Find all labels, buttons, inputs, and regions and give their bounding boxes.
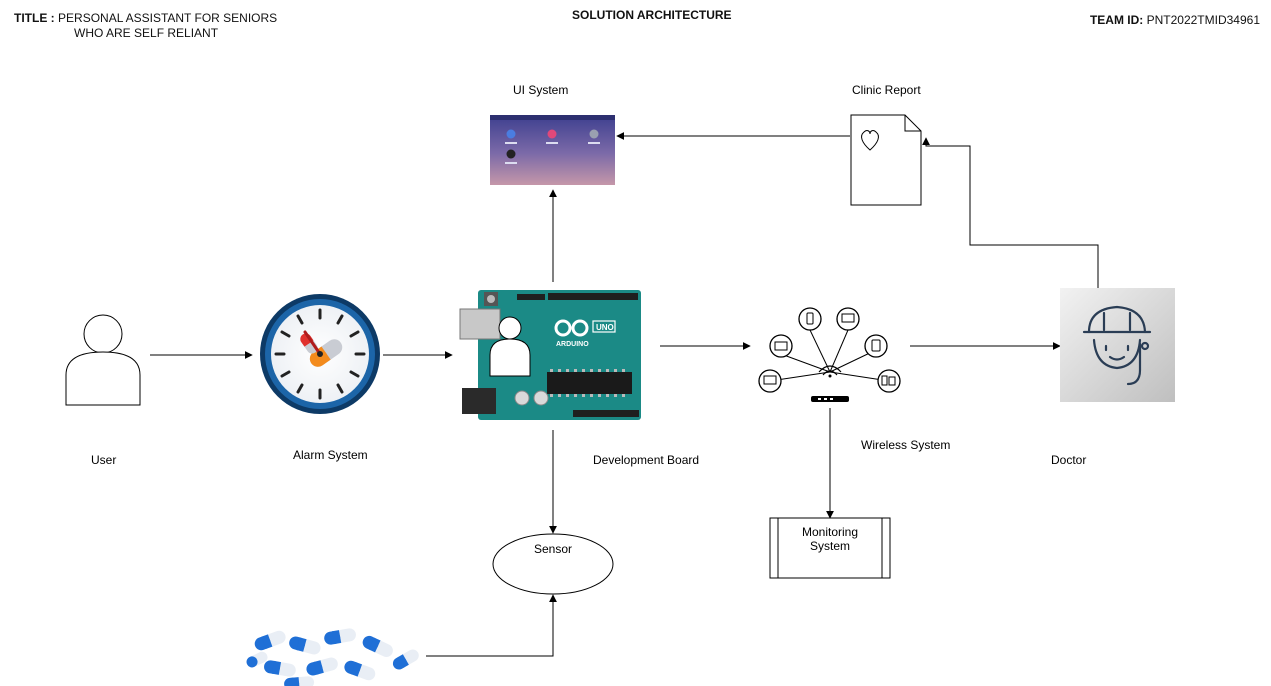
wireless-system-node: Wireless System <box>752 296 950 452</box>
doctor-label: Doctor <box>1051 453 1086 467</box>
alarm-node: Alarm System <box>260 294 380 462</box>
pills-image <box>246 625 426 686</box>
connectors <box>150 132 1099 657</box>
user-label: User <box>91 453 116 467</box>
board-uno-label: UNO <box>596 323 614 332</box>
clinic-report-node: Clinic Report <box>850 83 922 206</box>
title-line2: WHO ARE SELF RELIANT <box>74 26 219 40</box>
team-value: PNT2022TMID34961 <box>1146 13 1260 27</box>
development-board-node: UNO ARDUINO Development Board <box>459 290 699 467</box>
monitoring-system-node: Monitoring System <box>769 517 891 579</box>
arrow-pills-to-sensor <box>426 594 557 657</box>
board-label: Development Board <box>593 453 699 467</box>
ui-screenshot-icon <box>490 115 615 185</box>
user-node: User <box>65 314 141 467</box>
ui-system-node: UI System <box>490 83 615 185</box>
arrow-doctor-to-clinic <box>922 137 1099 288</box>
monitoring-label-line2: System <box>810 539 850 553</box>
wireless-devices-icon <box>752 296 909 408</box>
team-id: TEAM ID: PNT2022TMID34961 <box>1090 13 1260 27</box>
person-outline-icon <box>65 314 141 406</box>
ui-label: UI System <box>513 83 568 97</box>
board-arduino-label: ARDUINO <box>556 341 589 348</box>
team-label: TEAM ID: <box>1089 13 1144 27</box>
doctor-node: Doctor <box>1051 288 1175 467</box>
arduino-board-icon: UNO ARDUINO <box>459 290 641 420</box>
sensor-node: Sensor <box>492 533 614 595</box>
sensor-ellipse <box>492 533 614 595</box>
person-overlay-icon <box>489 316 531 377</box>
alarm-label: Alarm System <box>293 448 368 462</box>
monitoring-label-line1: Monitoring <box>802 525 858 539</box>
wireless-label: Wireless System <box>861 438 950 452</box>
title-line1: PERSONAL ASSISTANT FOR SENIORS <box>58 11 278 25</box>
doctor-stethoscope-icon <box>1060 288 1175 402</box>
title-label: TITLE : <box>14 11 55 25</box>
clinic-label: Clinic Report <box>852 83 921 97</box>
document-heart-icon <box>850 114 922 206</box>
title-block: TITLE : PERSONAL ASSISTANT FOR SENIORS W… <box>14 11 277 41</box>
sensor-label: Sensor <box>534 542 572 556</box>
diagram-title: SOLUTION ARCHITECTURE <box>572 8 732 22</box>
capsule-pills-icon <box>246 628 419 686</box>
clock-with-pills-icon <box>260 294 380 414</box>
